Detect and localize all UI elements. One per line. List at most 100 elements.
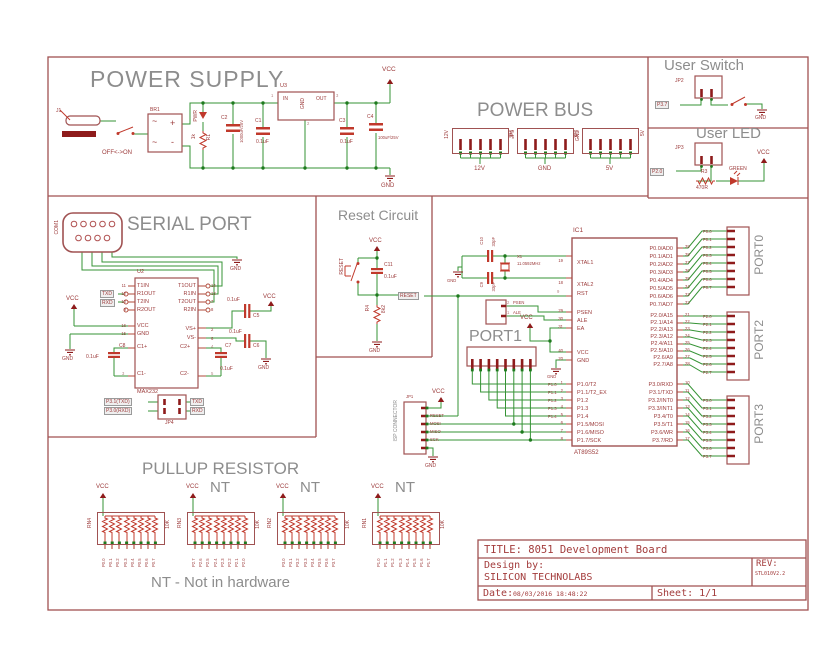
pin-num: 10	[121, 299, 126, 304]
u2-c1m-num: 3	[122, 371, 125, 376]
x1-ref: X1	[517, 254, 523, 259]
pin-name: P2.6/A9	[653, 355, 673, 361]
power-bus-headers: 12V JP5 12V JP6 GND GND JP7 5V 5V	[444, 128, 646, 172]
rn-ref: RN3	[177, 518, 183, 529]
user-switch-title: User Switch	[664, 57, 745, 74]
pin-num: 14	[211, 283, 216, 288]
header-connector-body	[452, 128, 509, 154]
rxd-net-box: RXD	[100, 299, 115, 307]
c5-ref: C5	[253, 313, 260, 319]
reset-circuit-title: Reset Circuit	[338, 207, 419, 223]
pin-name: P1.3	[577, 406, 589, 412]
pin-name: P2.2/A13	[650, 327, 673, 333]
net-label: P1.4	[404, 558, 410, 567]
header-connector-body	[582, 128, 639, 154]
titleblock-rev-label: REV:	[756, 559, 778, 569]
net-label: P2.1	[703, 322, 712, 327]
net-label: P2.6	[703, 362, 712, 367]
port2-title: PORT2	[752, 320, 766, 360]
power-bus-header: JP7 5V 5V	[574, 128, 646, 172]
pin-num: 25	[685, 340, 690, 345]
pin-name: P2.4/A11	[650, 341, 673, 347]
pin-num: 9	[123, 307, 126, 312]
net-label: P2.2	[703, 330, 712, 335]
rc-vcc-label: VCC	[369, 238, 382, 244]
nt-mark: NT	[210, 479, 230, 496]
pin-num: 3	[560, 396, 563, 401]
pin-num: 8	[560, 436, 563, 441]
resistor-network-body	[277, 512, 345, 545]
isp-gnd-label: GND	[425, 463, 437, 469]
ic1-part: AT89S52	[574, 450, 599, 456]
net-label: P0.6	[703, 277, 712, 282]
header-net-label: GND	[537, 166, 552, 172]
resistor-network-body	[372, 512, 440, 545]
net-label: P2.3	[703, 338, 712, 343]
pin-name: P3.5/T1	[653, 422, 673, 428]
pin-num: 12	[121, 291, 126, 296]
vcc-label: VCC	[186, 484, 199, 490]
c1-ref: C1	[255, 118, 262, 124]
pin-num: 31	[558, 324, 563, 329]
jp4-left-net-2: P3.0(RXD)	[104, 407, 133, 415]
vcc-label: VCC	[276, 484, 289, 490]
regulator-in-pin: IN	[283, 96, 288, 102]
led-color-label: GREEN	[729, 166, 747, 172]
c6-value: 0.1uF	[229, 329, 242, 335]
pin-num: 19	[558, 258, 563, 263]
nt-mark: NT	[300, 479, 320, 496]
pin-num: 35	[685, 276, 690, 281]
pin-name: T2IN	[137, 299, 149, 305]
header-side-left-label: JP6	[509, 130, 515, 139]
x1-value: 11.0592MHz	[517, 261, 541, 266]
bridge-mark-minus: -	[171, 137, 174, 147]
isp-vcc-label: VCC	[432, 389, 445, 395]
ic1-rst-num: 9	[557, 289, 560, 294]
bridge-mark-ac2: ~	[152, 137, 158, 147]
header-side-left-label: JP7	[574, 130, 580, 139]
ea-vcc-label: VCC	[520, 315, 533, 321]
net-label: P0.2	[115, 558, 121, 567]
net-label: P2.7	[703, 370, 712, 375]
pullup-title: PULLUP RESISTOR	[142, 459, 300, 478]
com1-ref: COM1	[54, 220, 60, 235]
pin-name: P2.5/A10	[650, 348, 673, 354]
nt-mark: NT	[395, 479, 415, 496]
pin-num: 32	[685, 300, 690, 305]
pin-num: 38	[685, 252, 690, 257]
pin-name: P0.3/AD3	[649, 270, 673, 276]
header-connector-body	[517, 128, 574, 154]
titleblock-company: SILICON TECHNOLABS	[484, 572, 593, 583]
net-label: P0.0	[703, 229, 712, 234]
net-label: P0.5	[703, 269, 712, 274]
pin-name: R1OUT	[137, 291, 156, 297]
pin-name: P1.7/SCK	[577, 438, 602, 444]
pin-num: 2	[211, 327, 214, 332]
pin-name: GND	[577, 358, 590, 364]
c5-value: 0.1uF	[227, 297, 240, 303]
pin-num: 1	[560, 380, 563, 385]
pin-name: ALE	[577, 318, 588, 324]
regulator-out-pin: OUT	[316, 96, 327, 102]
pin-name: VCC	[577, 350, 589, 356]
net-label: P3.1	[703, 406, 712, 411]
net-label: P3.2	[703, 414, 712, 419]
com1-gnd-label: GND	[230, 266, 242, 272]
c11-ref: C11	[384, 262, 393, 268]
net-label: P3.4	[309, 558, 315, 567]
pin-name: P3.6/WR	[650, 430, 673, 436]
pin-num: 6	[560, 420, 563, 425]
pin-num: 30	[558, 316, 563, 321]
regulator-ref: U3	[280, 83, 288, 89]
titleblock-rev-value: STL010V2.2	[755, 571, 786, 577]
c10-value: 33pF	[491, 237, 496, 247]
